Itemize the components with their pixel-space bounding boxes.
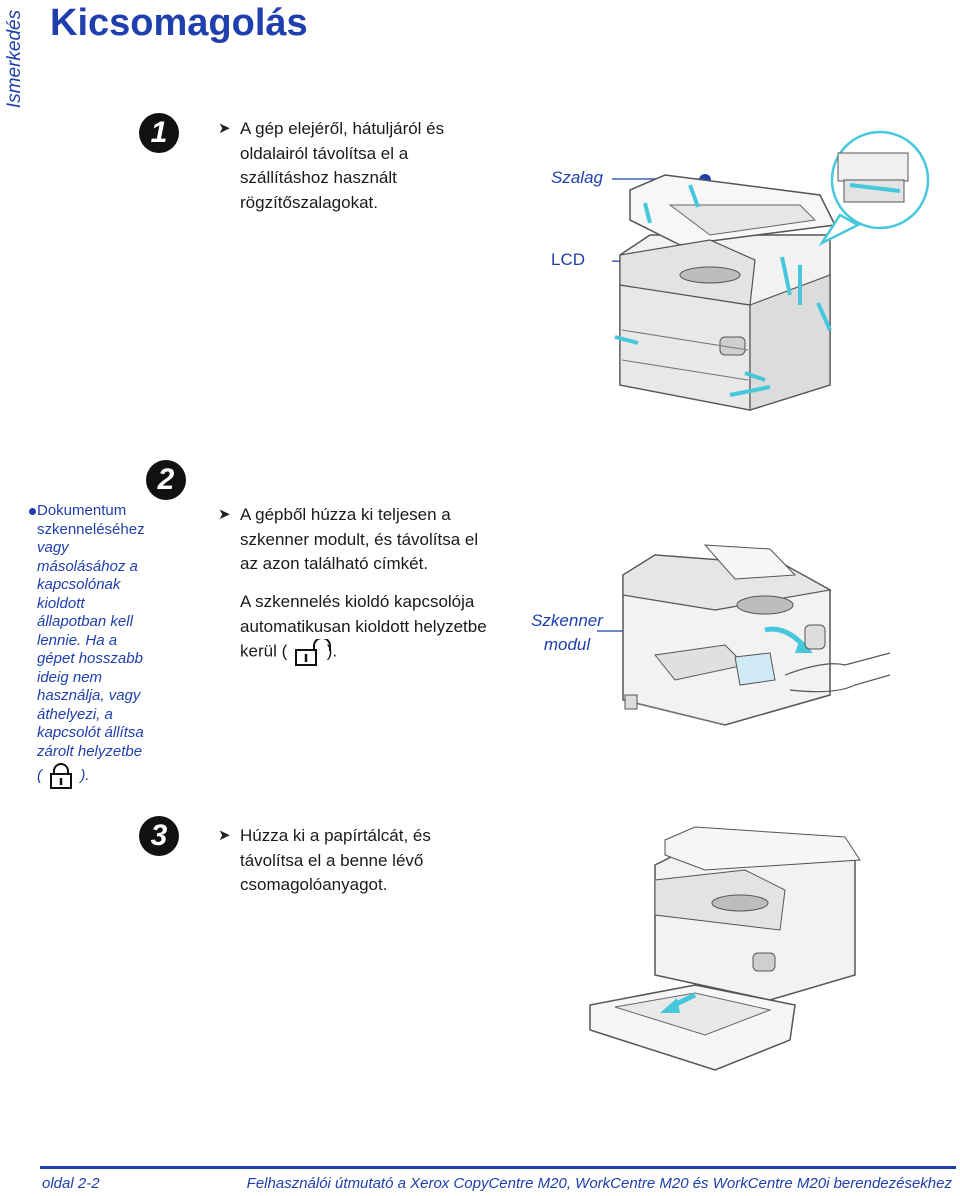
footer-page-number: oldal 2-2 bbox=[42, 1175, 100, 1192]
step-1-number: 1 bbox=[139, 113, 179, 153]
step-1-text: ➤ A gép elejéről, hátuljáról és oldalair… bbox=[218, 117, 540, 215]
arrow-bullet-icon: ➤ bbox=[218, 827, 231, 844]
step-2-text: ➤ A gépből húzza ki teljesen a szkenner … bbox=[218, 503, 530, 577]
footer-rule bbox=[40, 1166, 956, 1169]
callout-scanner-line: Szkenner bbox=[531, 611, 603, 630]
step-2-last-suffix: ). bbox=[326, 641, 338, 661]
step-3-line: csomagolóanyagot. bbox=[240, 875, 388, 894]
paper-tray-illustration bbox=[589, 826, 861, 1071]
note-line: kapcsolónak bbox=[37, 576, 121, 593]
padlock-open-icon bbox=[292, 637, 331, 666]
footer-guide-title: Felhasználói útmutató a Xerox CopyCentre… bbox=[246, 1175, 952, 1192]
step-1-line: A gép elejéről, hátuljáról és bbox=[240, 119, 445, 138]
arrow-bullet-icon: ➤ bbox=[218, 506, 231, 523]
step-2-line: az azon található címkét. bbox=[240, 554, 429, 573]
note-bullet-icon bbox=[29, 508, 36, 515]
step-1-line: oldalairól távolítsa el a bbox=[240, 143, 409, 163]
step-3-number: 3 bbox=[139, 816, 179, 856]
note-line: szkenneléséhez bbox=[37, 520, 145, 538]
note-line: kioldott bbox=[37, 594, 85, 612]
note-line: ideig nem bbox=[37, 668, 103, 686]
callout-scanner-line: modul bbox=[543, 635, 591, 654]
arrow-bullet-icon: ➤ bbox=[218, 120, 231, 137]
callout-scanner-module: Szkenner modul bbox=[526, 609, 608, 657]
note-paren-open: ( bbox=[37, 766, 42, 784]
note-line: kapcsolót állítsa bbox=[37, 724, 144, 741]
step-3-line: Húzza ki a papírtálcát, és bbox=[240, 826, 431, 845]
side-tab-label: Ismerkedés bbox=[4, 9, 25, 109]
note-line: zárolt helyzetbe bbox=[37, 742, 143, 760]
scanner-module-illustration bbox=[597, 544, 891, 726]
step-2-last-prefix: kerül ( bbox=[240, 641, 288, 661]
note-line: használja, vagy bbox=[37, 687, 141, 704]
note-line: Dokumentum bbox=[37, 502, 127, 519]
side-tab: Ismerkedés bbox=[2, 4, 28, 116]
callout-lcd: LCD bbox=[551, 250, 586, 269]
note-line: állapotban kell bbox=[37, 613, 133, 630]
note-line: gépet hosszabb bbox=[37, 650, 143, 667]
note-line: másolásához a bbox=[37, 557, 138, 575]
step-1-line: rögzítőszalagokat. bbox=[240, 192, 378, 212]
step-2-line: A gépből húzza ki teljesen a bbox=[240, 505, 451, 524]
padlock-closed-icon bbox=[46, 763, 76, 789]
step-2-subtext: A szkennelés kioldó kapcsolója automatik… bbox=[240, 590, 530, 666]
note-line: lennie. Ha a bbox=[37, 631, 118, 649]
lock-note: Dokumentum szkenneléséhez vagy másolásáh… bbox=[29, 502, 187, 789]
step-1-line: szállításhoz használt bbox=[240, 168, 397, 187]
callout-tape: Szalag bbox=[551, 168, 603, 187]
step-2-subline: A szkennelés kioldó kapcsolója bbox=[240, 592, 475, 611]
note-line: áthelyezi, a bbox=[37, 705, 113, 723]
step-2-number: 2 bbox=[146, 460, 186, 500]
copier-illustration-1 bbox=[611, 130, 930, 411]
step-2-subline: automatikusan kioldott helyzetbe bbox=[240, 616, 487, 636]
note-line: vagy bbox=[37, 539, 69, 556]
step-2-line: szkenner modult, és távolítsa el bbox=[240, 529, 479, 549]
note-paren-close: ). bbox=[80, 766, 90, 784]
step-3-text: ➤ Húzza ki a papírtálcát, és távolítsa e… bbox=[218, 824, 540, 898]
page-title: Kicsomagolás bbox=[50, 2, 308, 44]
step-3-line: távolítsa el a benne lévő bbox=[240, 850, 424, 870]
